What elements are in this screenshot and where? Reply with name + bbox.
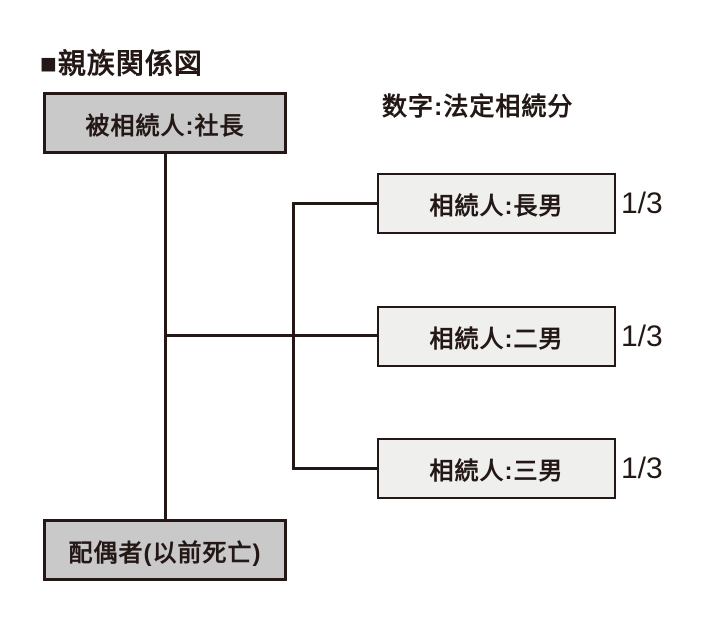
decedent-label: 被相続人:社長 [85,112,245,140]
heir-box-second-son: 相続人:二男 [377,306,616,367]
heir-box-third-son: 相続人:三男 [377,438,616,499]
legend-note: 数字:法定相続分 [382,93,574,121]
connector-to-eldest-son-horizontal [292,202,377,205]
decedent-box: 被相続人:社長 [43,92,287,154]
share-eldest-son: 1/3 [621,186,663,220]
heir-eldest-son-label: 相続人:長男 [429,193,564,220]
diagram-title: ■親族関係図 [40,48,203,79]
share-second-son: 1/3 [621,319,663,353]
connector-to-third-son-horizontal [292,467,377,470]
heir-second-son-label: 相続人:二男 [429,326,564,353]
heir-box-eldest-son: 相続人:長男 [377,173,616,234]
connector-couple-to-children-horizontal [164,334,377,337]
share-third-son: 1/3 [621,451,663,485]
heir-third-son-label: 相続人:三男 [429,458,564,485]
connector-children-branch-vertical [292,202,295,470]
spouse-label: 配偶者(以前死亡) [68,539,262,567]
spouse-box: 配偶者(以前死亡) [43,519,287,581]
